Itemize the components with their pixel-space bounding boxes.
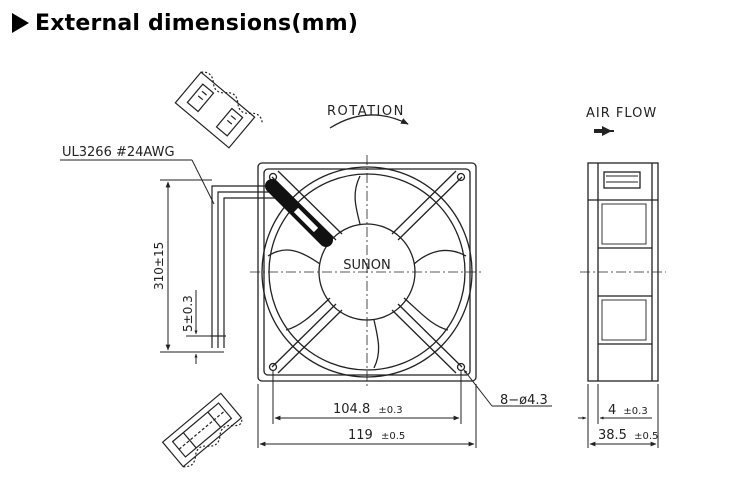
lead-length-label: 310±15 xyxy=(152,242,166,290)
mount-hole-label: 8−ø4.3 xyxy=(500,393,548,408)
play-arrow-icon xyxy=(12,13,29,33)
lead-length-dimension xyxy=(160,179,224,353)
depth-label: 38.5 ±0.5 xyxy=(598,428,658,443)
connector-detail-top xyxy=(174,71,263,149)
mount-hole-leader xyxy=(463,369,552,407)
connector-detail-bottom xyxy=(161,392,243,468)
hole-spacing-label: 104.8 ±0.3 xyxy=(333,402,403,417)
cable-clip xyxy=(265,179,333,247)
brand-label: SUNON xyxy=(343,258,390,273)
frame-width-label: 119 ±0.5 xyxy=(348,428,405,443)
strip-length-dimension xyxy=(186,290,210,364)
depth-dimension xyxy=(589,384,659,448)
page-title: External dimensions(mm) xyxy=(35,10,359,36)
lead-wires xyxy=(210,185,276,348)
strip-length-label: 5±0.3 xyxy=(181,295,195,332)
section-title: External dimensions(mm) xyxy=(12,6,358,40)
hole-spacing-dimension xyxy=(272,371,462,424)
fan-side-view xyxy=(580,162,666,382)
air-flow-label: AIR FLOW xyxy=(586,106,657,121)
cable-spec-label: UL3266 #24AWG xyxy=(62,145,175,160)
rotation-label: ROTATION xyxy=(327,104,405,119)
flange-dimension xyxy=(578,384,652,448)
flange-label: 4 ±0.3 xyxy=(608,403,648,418)
frame-width-dimension xyxy=(257,384,477,448)
air-flow-arrow xyxy=(594,126,614,136)
rotation-arrow xyxy=(329,114,409,129)
